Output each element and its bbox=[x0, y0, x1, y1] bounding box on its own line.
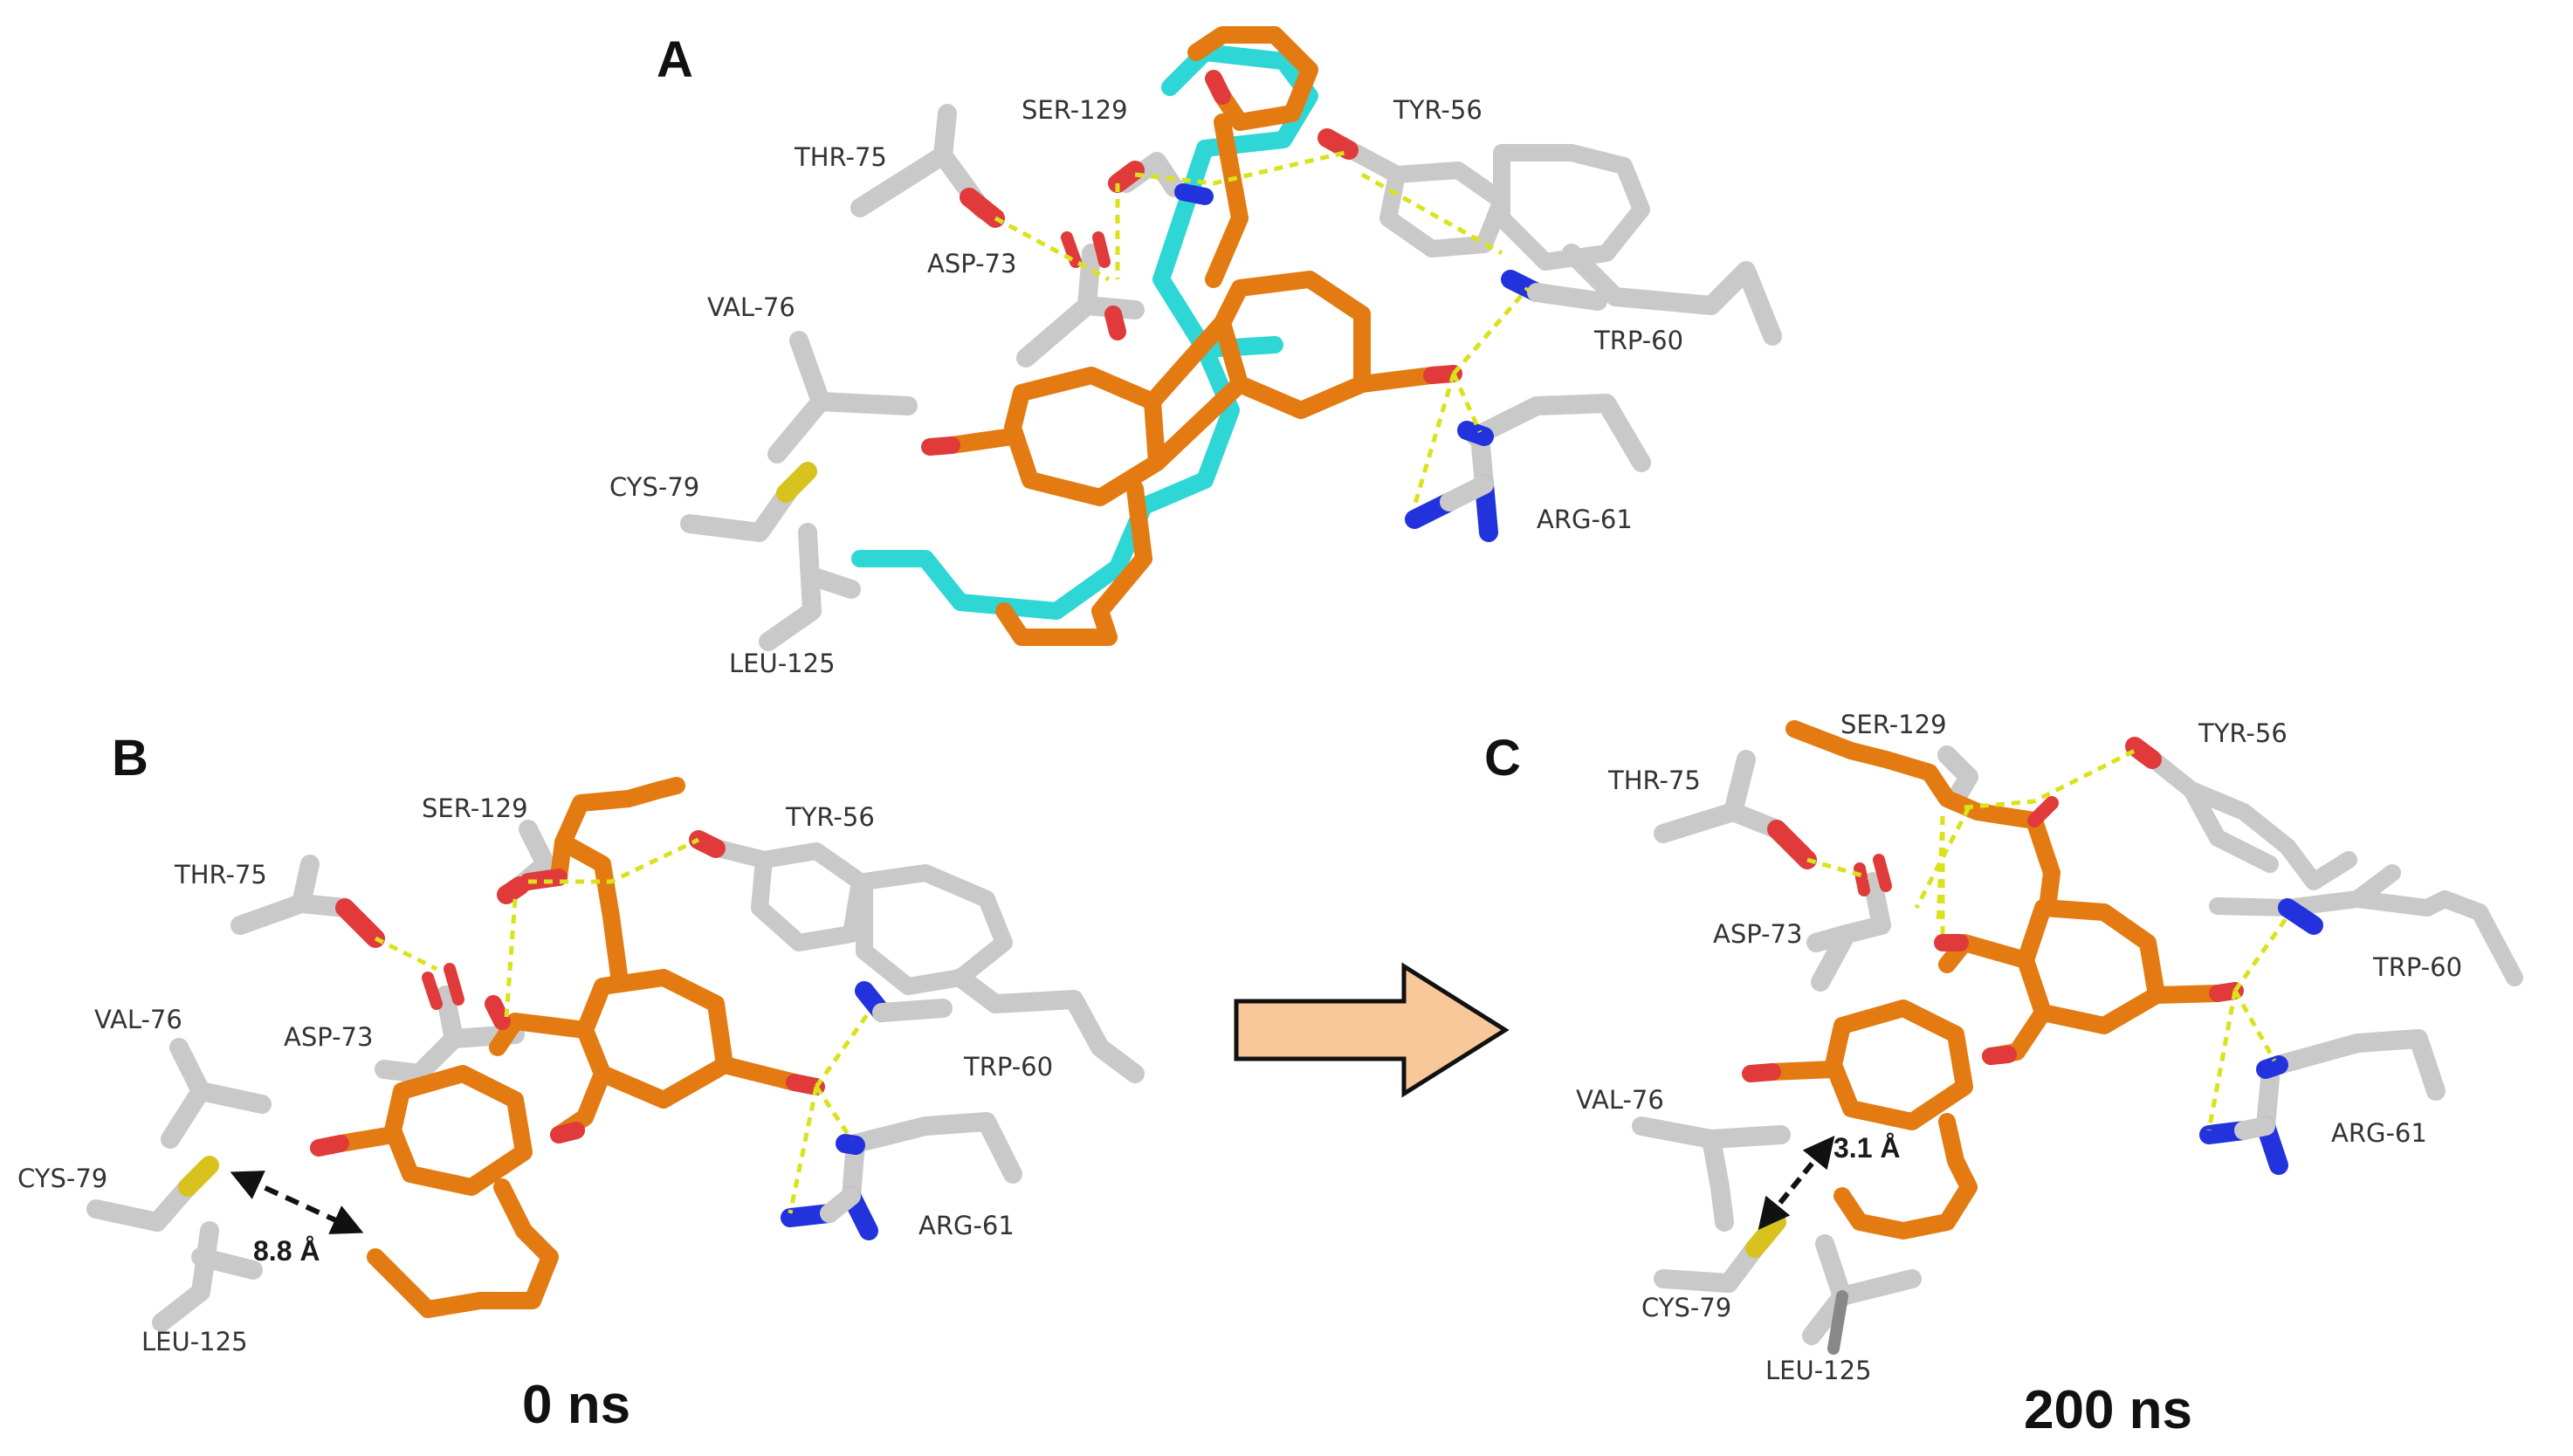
b-label-ser129: SER-129 bbox=[422, 793, 528, 823]
panel-b-residue-sticks bbox=[86, 820, 1145, 1332]
panel-c-letter: C bbox=[1484, 730, 1521, 786]
label-thr75: THR-75 bbox=[794, 142, 887, 172]
c-distance-arrow bbox=[1758, 1136, 1835, 1230]
b-label-asp73: ASP-73 bbox=[284, 1022, 373, 1052]
c-asp73-stick bbox=[1806, 854, 1892, 992]
b-label-trp60: TRP-60 bbox=[963, 1052, 1053, 1082]
panel-c-ligand-orange bbox=[1742, 720, 2244, 1240]
transition-arrow bbox=[1234, 962, 1510, 1098]
b-tyr56-stick bbox=[689, 830, 869, 951]
panel-a: A bbox=[609, 26, 1782, 678]
panel-a-ligand-orange bbox=[921, 26, 1462, 646]
label-asp73: ASP-73 bbox=[927, 249, 1016, 278]
panel-c-hbonds bbox=[1806, 748, 2290, 1131]
b-val76-stick bbox=[161, 1038, 272, 1149]
panel-b-hbonds bbox=[374, 837, 871, 1214]
b-label-arg61: ARG-61 bbox=[918, 1211, 1015, 1240]
ser129-stick bbox=[1108, 152, 1184, 197]
label-leu125: LEU-125 bbox=[729, 649, 836, 678]
c-trp60-stick bbox=[2209, 864, 2523, 986]
val76-stick bbox=[767, 331, 918, 464]
c-label-thr75: THR-75 bbox=[1607, 766, 1701, 795]
label-val76: VAL-76 bbox=[707, 292, 795, 322]
c-label-asp73: ASP-73 bbox=[1713, 919, 1802, 949]
b-distance-arrow bbox=[230, 1171, 364, 1234]
b-cys79-stick bbox=[86, 1156, 219, 1232]
c-cys79-stick bbox=[1654, 1212, 1786, 1293]
c-label-arg61: ARG-61 bbox=[2331, 1118, 2427, 1148]
label-ser129: SER-129 bbox=[1022, 95, 1128, 125]
label-tyr56: TYR-56 bbox=[1393, 95, 1483, 125]
panel-c-residue-sticks bbox=[1632, 737, 2523, 1355]
panel-a-ligand-cyan bbox=[851, 44, 1318, 620]
c-label-cys79: CYS-79 bbox=[1641, 1293, 1731, 1322]
c-val76-stick bbox=[1632, 1116, 1791, 1232]
panel-a-letter: A bbox=[657, 31, 693, 88]
leu125-stick bbox=[759, 523, 861, 651]
label-cys79: CYS-79 bbox=[609, 472, 699, 502]
c-label-tyr56: TYR-56 bbox=[2198, 718, 2287, 748]
b-time-caption: 0 ns bbox=[522, 1375, 630, 1435]
b-label-val76: VAL-76 bbox=[94, 1005, 182, 1034]
c-distance-label: 3.1 Å bbox=[1833, 1132, 1900, 1164]
b-label-leu125: LEU-125 bbox=[141, 1327, 248, 1356]
panel-b: B bbox=[17, 730, 1145, 1435]
panel-a-hbonds bbox=[994, 150, 1530, 507]
c-label-trp60: TRP-60 bbox=[2372, 952, 2462, 982]
trp60-stick bbox=[1493, 144, 1782, 346]
b-trp60-stick bbox=[855, 864, 1145, 1083]
b-distance-label: 8.8 Å bbox=[253, 1235, 320, 1267]
b-label-thr75: THR-75 bbox=[174, 860, 267, 889]
panel-b-letter: B bbox=[112, 730, 148, 786]
c-ser129-stick bbox=[1937, 745, 1978, 808]
label-trp60: TRP-60 bbox=[1593, 326, 1683, 355]
c-time-caption: 200 ns bbox=[2024, 1380, 2192, 1440]
panel-c: C bbox=[1484, 710, 2523, 1440]
tyr56-stick bbox=[1317, 128, 1510, 258]
c-thr75-stick bbox=[1654, 750, 1817, 869]
c-label-val76: VAL-76 bbox=[1576, 1085, 1664, 1115]
c-tyr56-stick bbox=[2125, 737, 2357, 890]
panel-b-ligand-orange bbox=[310, 777, 825, 1318]
arg61-stick bbox=[1405, 394, 1651, 542]
c-arg61-stick bbox=[2199, 1029, 2446, 1175]
b-thr75-stick bbox=[230, 855, 385, 948]
b-label-tyr56: TYR-56 bbox=[785, 802, 875, 832]
b-arg61-stick bbox=[781, 1112, 1022, 1240]
b-label-cys79: CYS-79 bbox=[17, 1164, 107, 1193]
thr75-stick bbox=[850, 104, 1005, 228]
cys79-stick bbox=[680, 462, 817, 542]
c-label-leu125: LEU-125 bbox=[1765, 1356, 1872, 1385]
c-leu125-stick bbox=[1802, 1234, 1922, 1355]
b-leu125-stick bbox=[152, 1221, 263, 1332]
label-arg61: ARG-61 bbox=[1537, 505, 1633, 534]
c-label-ser129: SER-129 bbox=[1840, 710, 1947, 739]
